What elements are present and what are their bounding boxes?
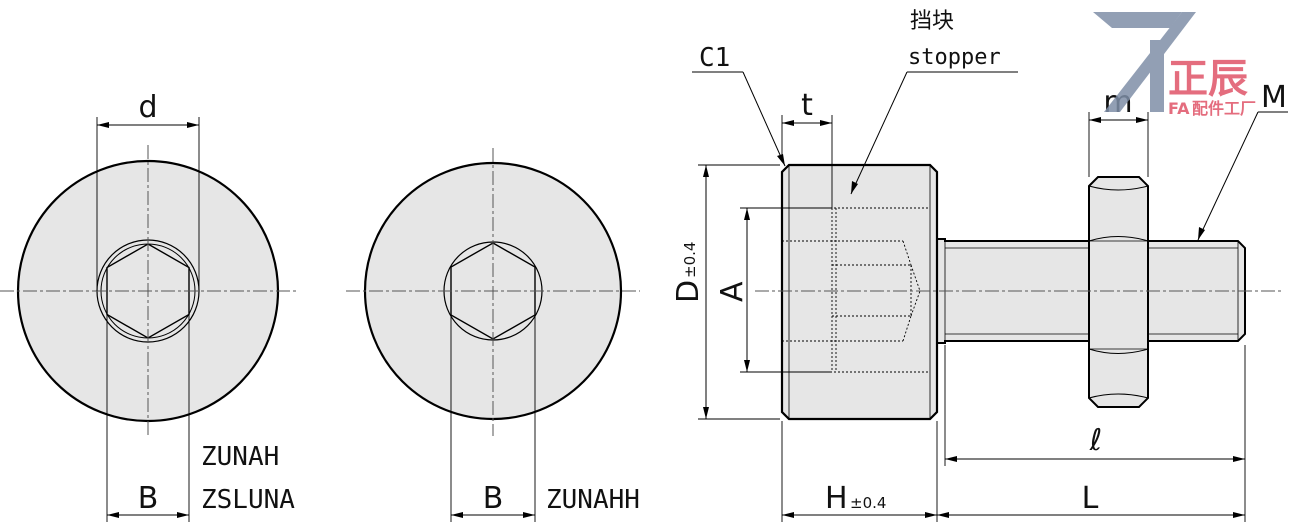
dim-t-arrow-right — [820, 120, 832, 126]
zc-logo-icon: 正辰 FA 配件工厂 — [1093, 12, 1256, 118]
stopper-label-cn: 挡块 — [910, 9, 954, 34]
dim-b-arrow-right — [177, 512, 189, 518]
chamfer-label: C1 — [699, 43, 730, 73]
dim-b-label: B — [138, 481, 159, 516]
middle-end-view: B ZUNAHH — [346, 148, 640, 522]
left-end-view: d B ZUNAH ZSLUNA — [0, 90, 296, 522]
thread-leader-arrow — [1198, 227, 1205, 240]
dim-b2-arrow-left — [451, 512, 463, 518]
stopper-head — [780, 163, 939, 421]
dim-d-arrow-right — [187, 122, 199, 128]
hex-nut-face-lower — [1088, 348, 1149, 354]
hex-nut-face-top — [1088, 185, 1149, 191]
dim-H-arrow-right — [925, 512, 937, 518]
dim-H-arrow-left — [782, 512, 794, 518]
dim-t-arrow-left — [782, 120, 794, 126]
dim-H-label: H — [825, 481, 848, 516]
dim-b2-arrow-right — [523, 512, 535, 518]
dim-m-arrow-left — [1089, 117, 1101, 123]
dim-b-arrow-left — [107, 512, 119, 518]
stopper-leader-arrow — [851, 181, 858, 194]
hex-nut — [1088, 176, 1149, 408]
dim-b2-label: B — [483, 481, 504, 516]
dim-A-arrow-top — [744, 208, 750, 220]
dim-L-arrow-right — [1233, 512, 1245, 518]
logo-sub-cn: 配件工厂 — [1192, 99, 1256, 118]
dim-l-arrow-left — [945, 456, 957, 462]
hex-nut-face-bottom — [1088, 393, 1149, 399]
dim-l-label: ℓ — [1089, 423, 1102, 458]
c1-leader-arrow — [777, 154, 785, 166]
dim-d-arrow-left — [97, 122, 109, 128]
hex-nut-face-upper — [1088, 236, 1149, 242]
dim-L-arrow-left — [937, 512, 949, 518]
stopper-label-en: stopper — [908, 45, 1001, 70]
dim-D-tol: ±0.4 — [681, 242, 699, 278]
model-label-1: ZUNAH — [201, 442, 279, 472]
thread-leader — [1197, 111, 1259, 241]
logo-mark-stem — [1150, 40, 1164, 112]
c1-leader — [742, 71, 786, 167]
dim-H-tol: ±0.4 — [850, 494, 886, 512]
dim-D-label: D — [671, 280, 706, 303]
dim-A-arrow-bottom — [744, 360, 750, 372]
logo-text-cn: 正辰 — [1168, 56, 1248, 102]
model-label-2: ZSLUNA — [201, 485, 295, 515]
stopper-leader — [850, 71, 908, 195]
dim-L-label: L — [1082, 481, 1099, 516]
dim-l-arrow-right — [1233, 456, 1245, 462]
dim-t-label: t — [801, 88, 813, 123]
dim-M-label: M — [1261, 80, 1287, 115]
dim-d-label: d — [138, 90, 157, 125]
logo-mark-top — [1093, 12, 1182, 28]
hidden-socket — [782, 207, 930, 373]
dim-A-label: A — [715, 281, 750, 302]
dim-D-arrow-bottom — [703, 407, 709, 419]
dim-D-arrow-top — [703, 165, 709, 177]
model-label-3: ZUNAHH — [546, 485, 640, 515]
logo-sub-fa: FA — [1168, 99, 1190, 118]
side-view: C1 t 挡块 stopper m M D ±0.4 — [671, 9, 1288, 522]
dim-m-arrow-right — [1136, 117, 1148, 123]
